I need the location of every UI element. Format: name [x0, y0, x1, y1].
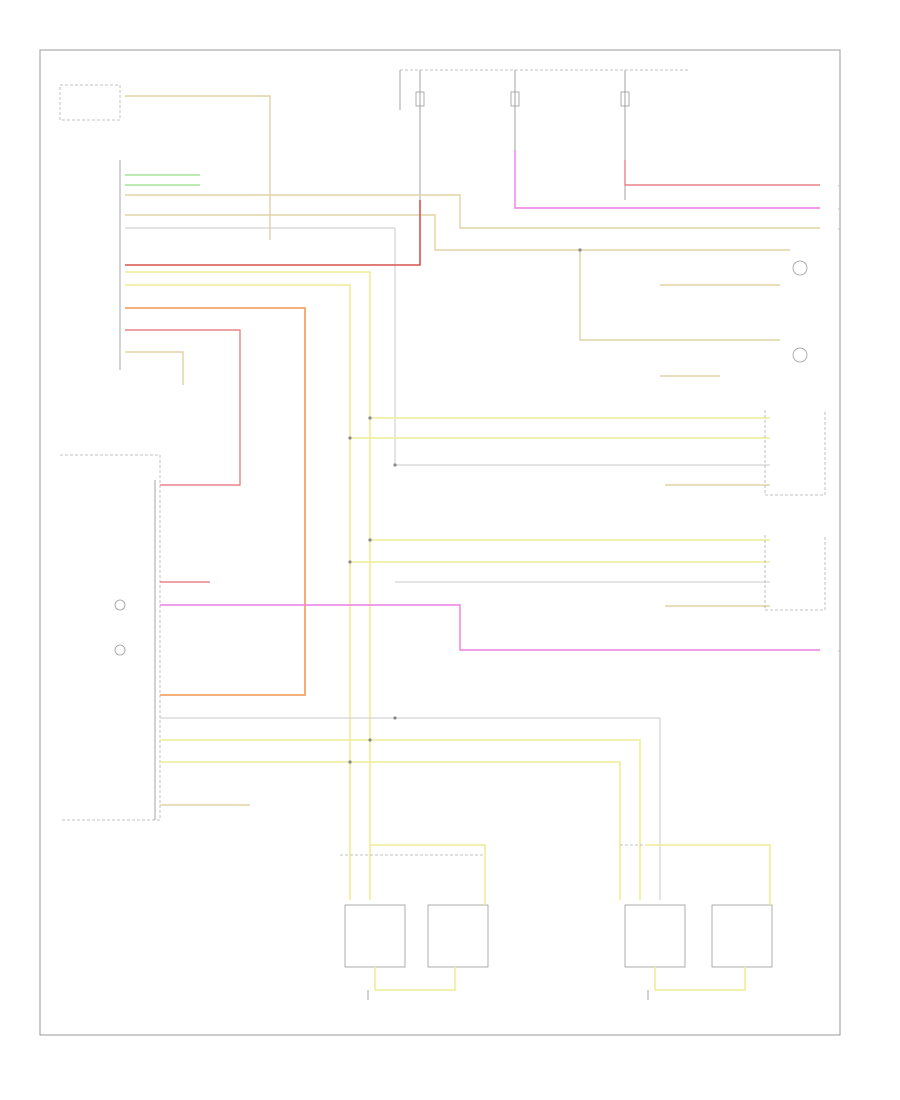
- left-headlamp-bulb: [792, 260, 808, 276]
- right-module-1: [620, 844, 770, 968]
- wire-tan-2: [125, 214, 790, 251]
- wire-gray-1: [125, 227, 770, 466]
- left-module-1: [340, 854, 486, 968]
- fuse-2: [510, 91, 520, 107]
- wire-yel-low-3: [160, 761, 621, 900]
- fuse-3: [620, 91, 630, 107]
- lamp-switch: [60, 454, 161, 821]
- wire-yel-low-2: [160, 739, 641, 900]
- splice-node-6: [578, 248, 582, 252]
- wire-tan-1: [125, 194, 820, 229]
- wire-left-module-ground: [374, 967, 456, 991]
- right-lamp-stack-1: [764, 410, 826, 496]
- splice-node-7: [393, 716, 397, 720]
- wire-gray-low-1: [160, 717, 661, 900]
- wire-yellow-1: [125, 271, 371, 900]
- wire-tan-headlamp: [579, 250, 780, 341]
- wire-red-right: [624, 160, 820, 186]
- wire-tan-ground: [125, 351, 184, 385]
- switch-contact-2: [114, 644, 126, 656]
- splice-node-9: [348, 760, 352, 764]
- splice-node-3: [393, 463, 397, 467]
- terminal-arrow-1: ›: [838, 184, 840, 188]
- wire-orange: [125, 307, 306, 696]
- left-module-2: [427, 904, 489, 968]
- splice-node-5: [368, 538, 372, 542]
- fuse-1: [415, 91, 425, 107]
- splice-node-4: [348, 560, 352, 564]
- wire-pink-switch-out: [160, 604, 820, 651]
- terminal-arrow-2: ›: [838, 207, 840, 211]
- wire-tan-top: [125, 95, 271, 240]
- wire-red-switch: [125, 329, 241, 486]
- wire-yellow-2: [125, 284, 351, 900]
- right-module-1-box: [624, 904, 686, 968]
- terminal-arrow-4: ›: [838, 649, 840, 653]
- terminal-arrow-3: ›: [838, 227, 840, 231]
- left-module-1-box: [344, 904, 406, 968]
- left-module-2-box: [427, 904, 489, 968]
- wire-right-yel-vert: [645, 844, 771, 905]
- wire-right-module-ground: [654, 967, 746, 991]
- switch-contact-1: [114, 599, 126, 611]
- splice-node-1: [368, 416, 372, 420]
- splice-node-2: [348, 436, 352, 440]
- fuse-block-top: [399, 69, 690, 200]
- wire-darkred-fuse: [125, 200, 421, 266]
- right-lamp-stack-2: [764, 535, 826, 611]
- wire-left-yel-vert: [370, 844, 486, 905]
- smart-junction-box: [59, 84, 121, 121]
- splice-node-8: [368, 738, 372, 742]
- wire-pink-right: [514, 150, 820, 209]
- right-module-2-box: [711, 904, 773, 968]
- diagram-frame: [39, 49, 841, 1036]
- right-headlamp-bulb: [792, 347, 808, 363]
- right-module-2: [711, 904, 773, 968]
